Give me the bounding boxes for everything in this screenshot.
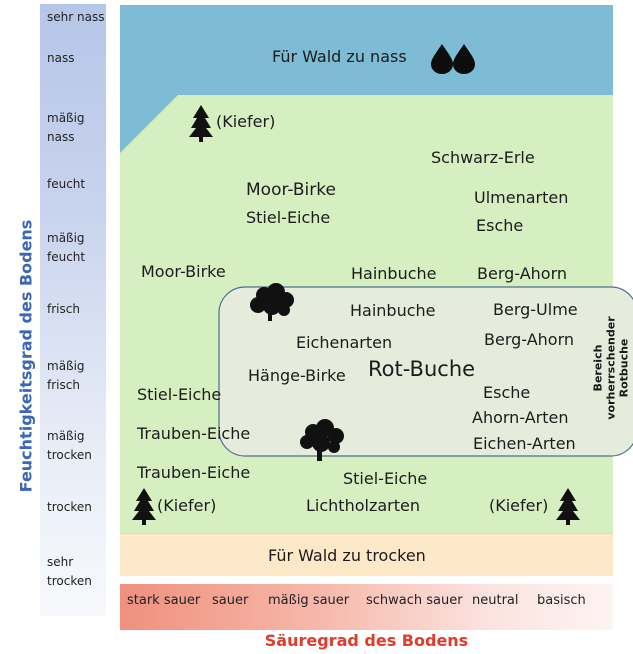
tree-label: Berg-Ahorn (477, 264, 568, 283)
tree-label: Eichenarten (296, 333, 393, 352)
tree-label: Stiel-Eiche (246, 208, 331, 227)
tree-label: Stiel-Eiche (343, 469, 428, 488)
moisture-level-nass: nass (47, 51, 75, 65)
moisture-level-maessig-feucht: mäßig feucht (47, 231, 86, 264)
acidity-scale (120, 584, 613, 630)
deciduous-tree-icon (300, 419, 344, 461)
tree-label: (Kiefer) (489, 496, 549, 515)
tree-label: Lichtholzarten (306, 496, 420, 515)
tree-label: (Kiefer) (157, 496, 217, 515)
tree-label: Trauben-Eiche (137, 463, 251, 482)
tree-label: Hainbuche (350, 301, 436, 320)
tree-label: Moor-Birke (246, 180, 336, 200)
moisture-level-sehr-nass: sehr nass (47, 10, 105, 24)
moisture-level-maessig-frisch: mäßig frisch (47, 359, 85, 392)
acidity-level: mäßig sauer (268, 593, 350, 608)
conifer-tree-icon (189, 105, 213, 142)
moisture-level-trocken: trocken (47, 500, 92, 514)
moisture-level-sehr-trocken: sehr trocken (47, 555, 92, 588)
too-dry-label: Für Wald zu trocken (268, 546, 426, 565)
conifer-tree-icon (556, 488, 580, 525)
conifer-tree-icon (132, 488, 156, 525)
tree-label: Schwarz-Erle (431, 148, 535, 167)
acidity-level: stark sauer (127, 593, 201, 608)
acidity-axis-title: Säuregrad des Bodens (264, 631, 469, 650)
tree-label: Trauben-Eiche (137, 424, 251, 443)
tree-label: Ulmenarten (474, 188, 569, 207)
rotbuche-zone-label: Bereich vorherrschender Rotbuche (591, 316, 631, 420)
acidity-level: schwach sauer (366, 593, 463, 608)
moisture-scale (40, 4, 106, 616)
tree-label: Ahorn-Arten (472, 408, 569, 427)
moisture-level-feucht: feucht (47, 177, 86, 191)
acidity-level: sauer (212, 593, 249, 608)
tree-label: Eichen-Arten (473, 434, 576, 453)
deciduous-tree-icon (250, 283, 294, 321)
moisture-level-frisch: frisch (47, 302, 80, 316)
moisture-level-maessig-trocken: mäßig trocken (47, 429, 92, 462)
tree-label: Stiel-Eiche (137, 385, 222, 404)
tree-label: Hainbuche (351, 264, 437, 283)
tree-label: Esche (483, 383, 531, 402)
tree-label: Hänge-Birke (248, 366, 346, 385)
moisture-level-maessig-nass: mäßig nass (47, 111, 85, 144)
too-dry-zone (120, 533, 613, 576)
acidity-level: neutral (472, 593, 519, 608)
too-wet-label: Für Wald zu nass (272, 47, 407, 66)
tree-label-rot-buche: Rot-Buche (368, 357, 476, 381)
rotbuche-zone (218, 286, 633, 457)
tree-label: Berg-Ulme (493, 300, 578, 319)
tree-label: Moor-Birke (141, 262, 226, 281)
water-drops-icon (431, 44, 475, 74)
tree-label: Esche (476, 216, 524, 235)
tree-label: Berg-Ahorn (484, 330, 575, 349)
tree-label: (Kiefer) (216, 112, 276, 131)
acidity-level: basisch (537, 593, 586, 608)
